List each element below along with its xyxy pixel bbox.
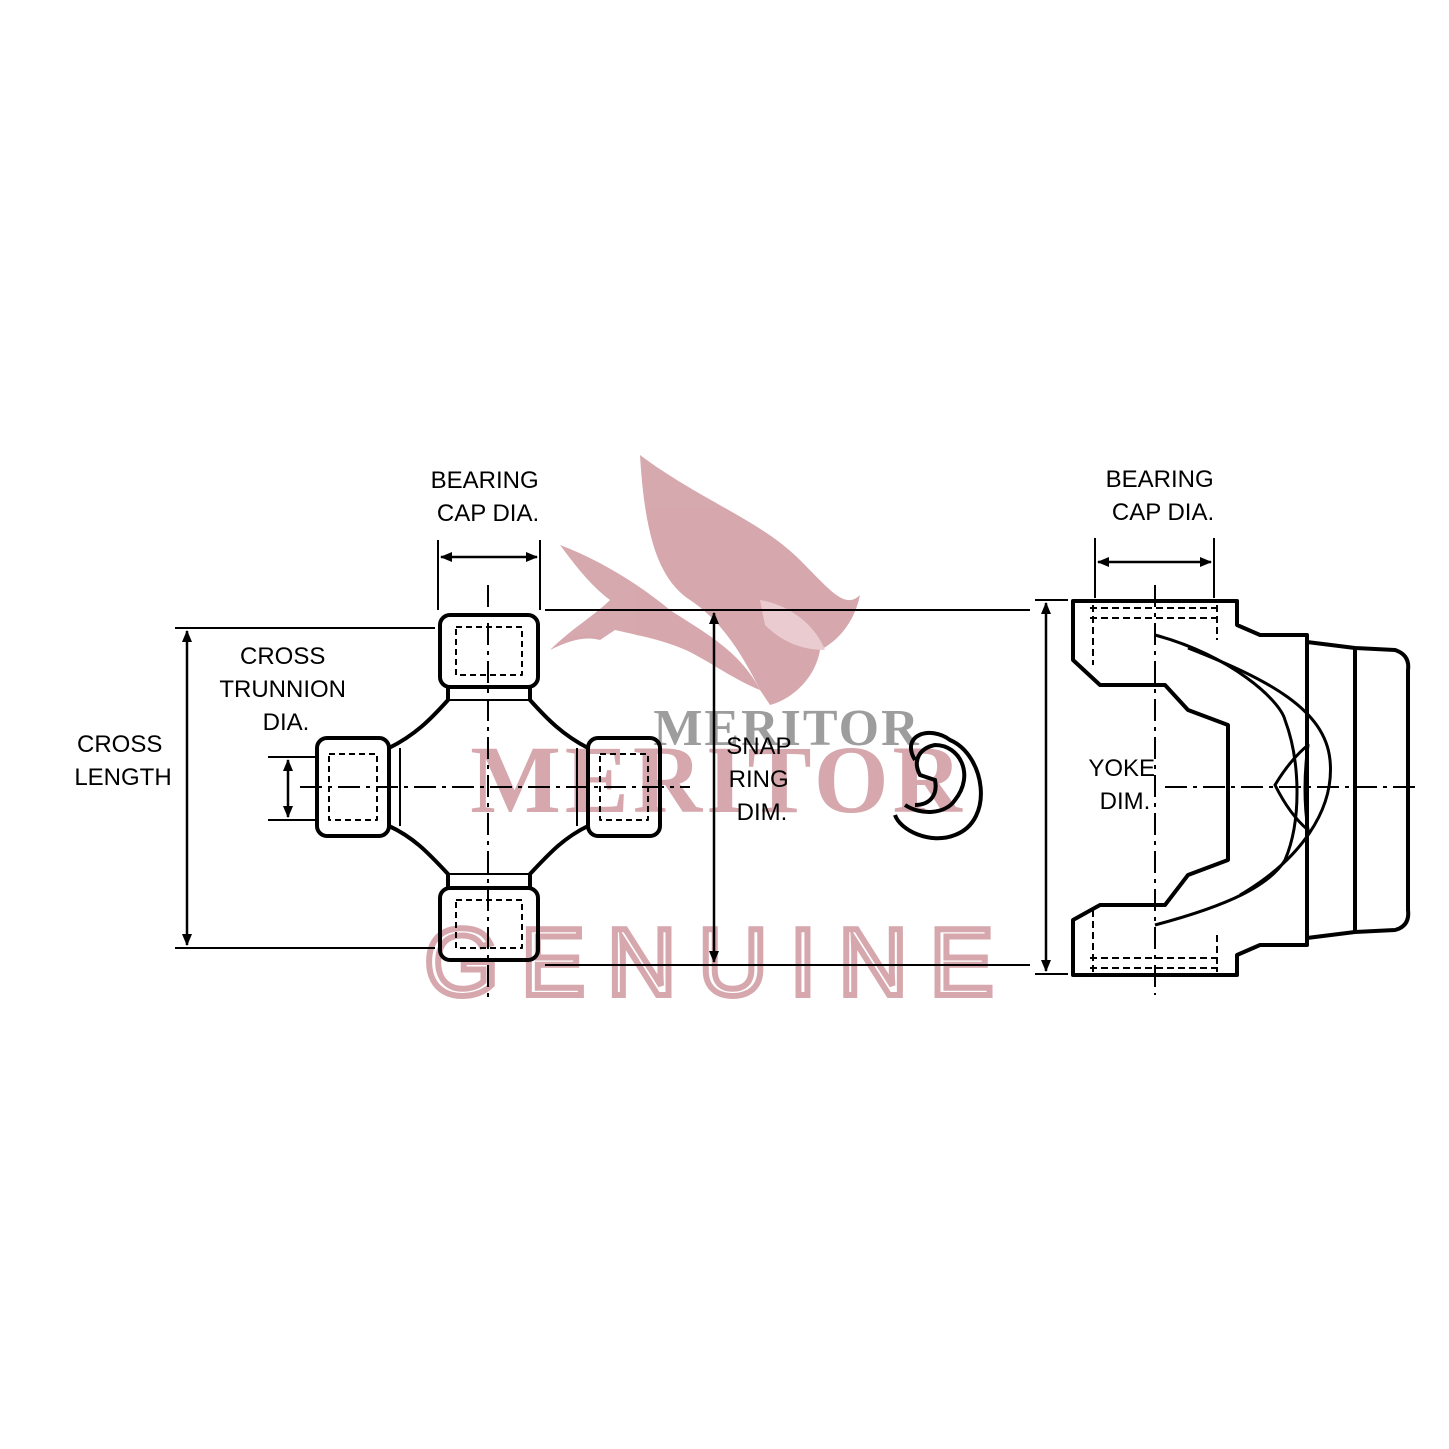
centerlines bbox=[300, 585, 1420, 1000]
meritor-large-wordmark: MERITOR bbox=[470, 726, 966, 833]
bearing-cap-dia-right-label: BEARING CAP DIA. bbox=[1106, 466, 1221, 526]
bearing-cap-dia-left-label: BEARING CAP DIA. bbox=[431, 467, 546, 527]
dimension-arrows bbox=[182, 552, 1212, 972]
meritor-small-wordmark: MERITOR bbox=[653, 700, 920, 757]
bison-head-icon bbox=[550, 455, 860, 705]
yoke bbox=[1071, 599, 1411, 977]
genuine-wordmark: GENUINE bbox=[424, 909, 1015, 1016]
dimension-labels: BEARING CAP DIA. BEARING CAP DIA. CROSS … bbox=[74, 466, 1221, 826]
cross-trunnion-dia-label: CROSS TRUNNION DIA. bbox=[219, 643, 352, 736]
yoke-outline bbox=[1071, 599, 1411, 977]
snap-ring-dim-label: SNAP RING DIM. bbox=[726, 733, 798, 826]
snap-ring bbox=[893, 730, 983, 841]
meritor-watermark: MERITOR MERITOR GENUINE bbox=[421, 455, 1015, 1019]
extension-lines bbox=[175, 538, 1215, 975]
cross-body bbox=[387, 685, 590, 890]
cross-length-label: CROSS LENGTH bbox=[74, 731, 171, 791]
yoke-dim-label: YOKE DIM. bbox=[1088, 755, 1161, 815]
